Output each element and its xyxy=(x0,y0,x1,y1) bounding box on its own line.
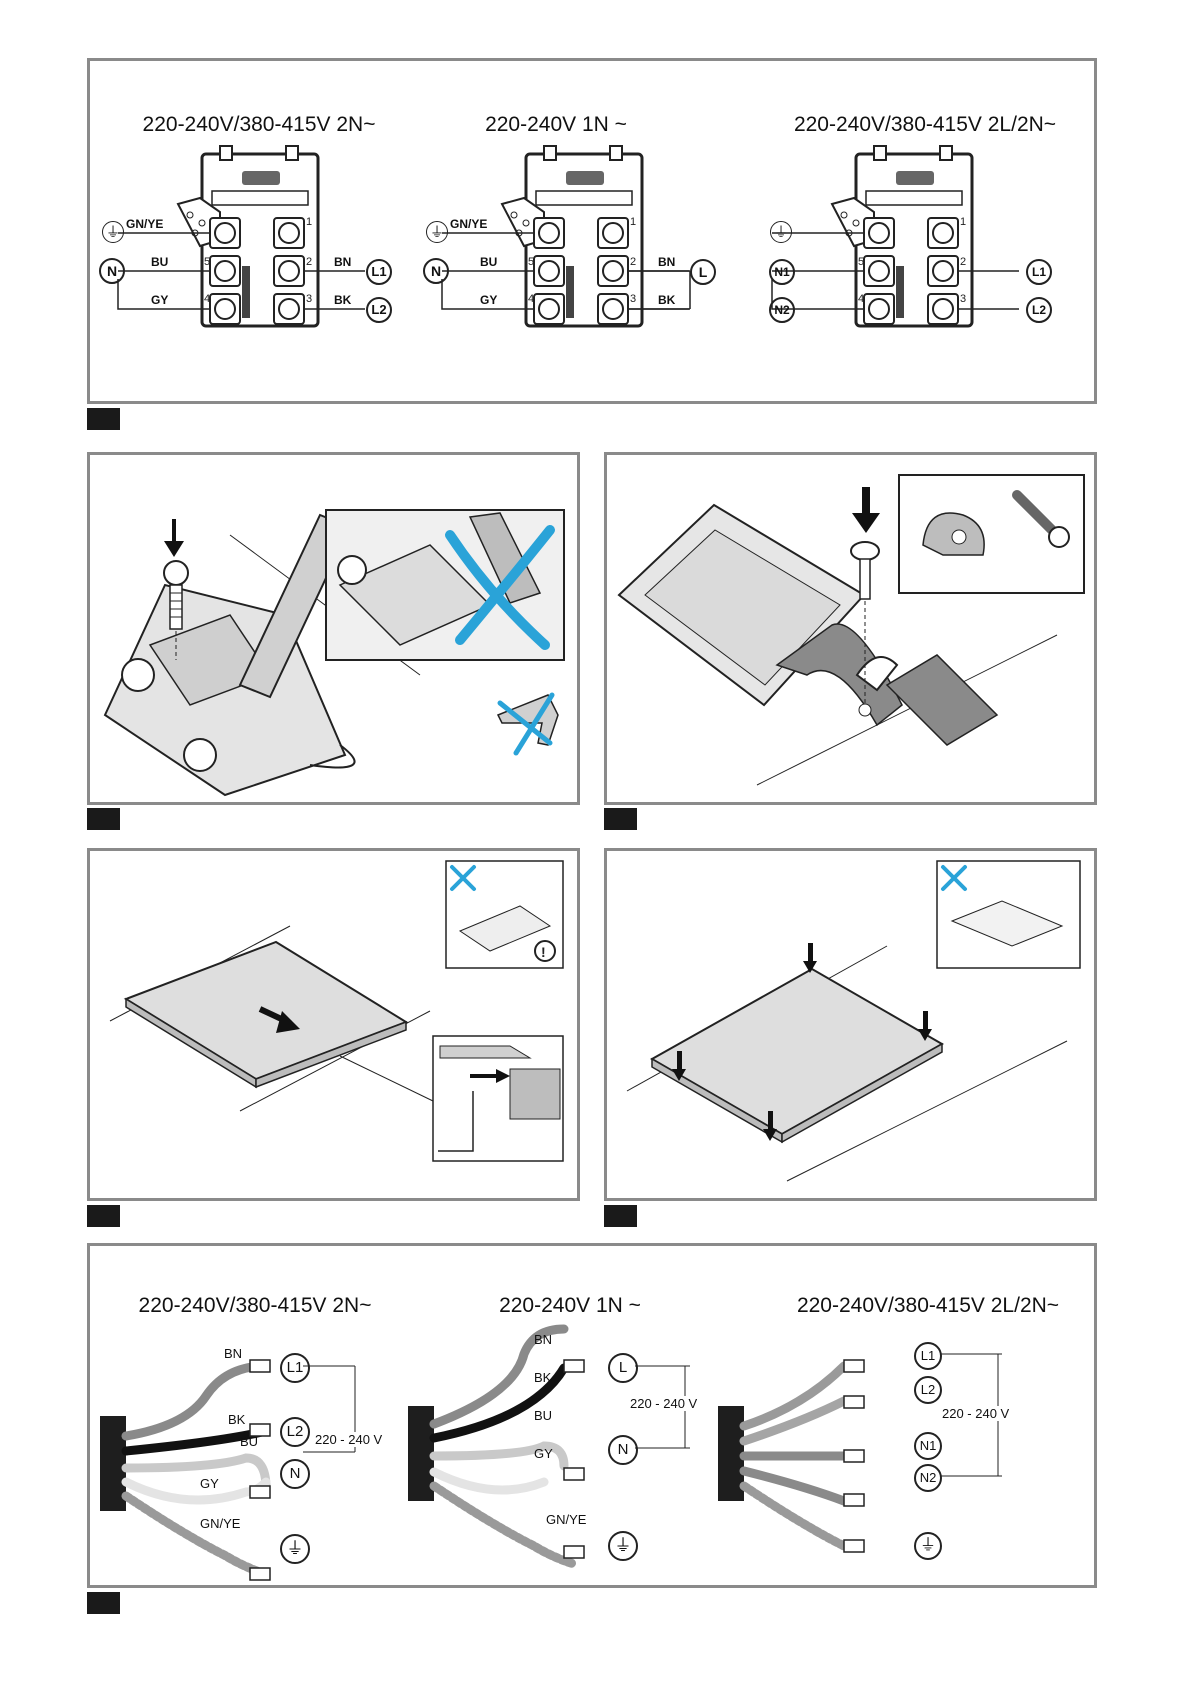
symbol-badge: N xyxy=(423,258,449,284)
symbol-badge: L1 xyxy=(280,1353,310,1383)
hob-slide-in-panel: ! xyxy=(87,848,580,1201)
arrow-down-icon xyxy=(164,519,184,557)
terminal-block-diagram xyxy=(770,144,1021,328)
terminal-number: 5 xyxy=(204,256,210,268)
svg-text:!: ! xyxy=(541,944,546,960)
symbol-badge: N2 xyxy=(769,297,795,323)
step-tag xyxy=(87,1592,120,1614)
arrow-down-icon xyxy=(672,943,932,1141)
symbol-badge: L2 xyxy=(1026,297,1052,323)
symbol-badge: L2 xyxy=(914,1376,942,1404)
wire-label: BK xyxy=(334,293,352,307)
bridge-line xyxy=(628,270,691,310)
blue-cross-icon xyxy=(450,865,476,891)
earth-wire-label: GN/YE xyxy=(450,217,488,231)
terminal-voltage-label: 220-240V/380-415V 2L/2N~ xyxy=(793,113,1057,136)
symbol-badge: L xyxy=(608,1353,638,1383)
earth-icon: ⏚ xyxy=(914,1532,942,1560)
earth-wire-label: GN/YE xyxy=(126,217,164,231)
terminal-voltage-label: 220-240V 1N ~ xyxy=(485,113,627,136)
symbol-badge: L xyxy=(690,259,716,285)
symbol-badge: N1 xyxy=(914,1432,942,1460)
wire-label: BU xyxy=(240,1434,259,1449)
cable-voltage-label: 220-240V 1N ~ xyxy=(499,1294,641,1317)
earth-icon: ⏚ xyxy=(608,1531,638,1561)
screw-tightening-illustration xyxy=(103,509,565,797)
wire-label: BK xyxy=(658,293,676,307)
cable-voltage-label: 220-240V/380-415V 2N~ xyxy=(138,1294,372,1317)
crossed-drill-icon xyxy=(496,692,559,756)
blue-cross-icon xyxy=(445,525,555,650)
blue-cross-icon xyxy=(941,865,967,891)
terminal-number: 4 xyxy=(204,293,210,305)
earth-icon: ⏚ xyxy=(280,1534,310,1564)
wire-label: BU xyxy=(480,255,498,269)
symbol-badge: N2 xyxy=(914,1464,942,1492)
symbol-badge: L1 xyxy=(366,259,392,285)
cable-voltage-label: 220-240V/380-415V 2L/2N~ xyxy=(796,1294,1060,1317)
step-tag xyxy=(87,408,120,430)
wire-label: BK xyxy=(534,1370,552,1385)
screw-icon xyxy=(163,560,189,630)
wire-label: BU xyxy=(151,255,169,269)
strain-relief-illustration xyxy=(617,474,1085,786)
symbol-badge: L1 xyxy=(1026,259,1052,285)
screw-icon xyxy=(850,541,880,600)
hob-press-down-panel xyxy=(604,848,1097,1201)
wire-label: GY xyxy=(534,1446,553,1461)
arrow-down-icon xyxy=(852,487,880,533)
wire-label: BN xyxy=(334,255,352,269)
earth-icon: ⏚ xyxy=(102,221,124,243)
terminal-voltage-label: 220-240V/380-415V 2N~ xyxy=(142,113,376,136)
symbol-badge: N xyxy=(99,258,125,284)
symbol-badge: L2 xyxy=(280,1417,310,1447)
terminal-number: 2 xyxy=(306,256,312,268)
symbol-badge: N xyxy=(280,1459,310,1489)
strain-relief-panel xyxy=(604,452,1097,805)
wire-label: GN/YE xyxy=(200,1516,241,1531)
wire-label: BN xyxy=(658,255,676,269)
wire-label: BN xyxy=(534,1332,553,1347)
cable-wiring-illustration xyxy=(100,1324,1002,1581)
symbol-badge: L1 xyxy=(914,1342,942,1370)
wire-label: BU xyxy=(534,1408,553,1423)
wire-label: BN xyxy=(224,1346,243,1361)
wire-label: GN/YE xyxy=(546,1512,587,1527)
wire-label: GY xyxy=(151,293,169,307)
terminal-block-diagram: 1 2 3 4 5 xyxy=(117,145,365,328)
symbol-badge: L2 xyxy=(366,297,392,323)
step-tag xyxy=(87,1205,120,1227)
voltage-span-label: 220 - 240 V xyxy=(630,1396,698,1411)
step-tag xyxy=(604,808,637,830)
terminal-diagrams-panel: 220-240V/380-415V 2N~ xyxy=(87,58,1097,404)
screw-tightening-panel xyxy=(87,452,580,805)
wire-label: GY xyxy=(480,293,498,307)
wire-label: GY xyxy=(200,1476,219,1491)
earth-icon: ⏚ xyxy=(426,221,448,243)
terminal-number: 1 xyxy=(306,216,312,228)
symbol-badge: N1 xyxy=(769,259,795,285)
step-tag xyxy=(87,808,120,830)
cable-diagrams-panel: 220-240V/380-415V 2N~ 220-240V 1N ~ 220-… xyxy=(87,1243,1097,1588)
voltage-span-label: 220 - 240 V xyxy=(942,1406,1010,1421)
hob-press-down-illustration xyxy=(626,860,1081,1182)
voltage-span-label: 220 - 240 V xyxy=(315,1432,383,1447)
wire-label: BK xyxy=(228,1412,246,1427)
earth-icon: ⏚ xyxy=(770,221,792,243)
arrow-right-icon xyxy=(258,1006,300,1033)
terminal-number: 3 xyxy=(306,293,312,305)
symbol-badge: N xyxy=(608,1435,638,1465)
hob-slide-in-illustration: ! xyxy=(109,860,564,1162)
step-tag xyxy=(604,1205,637,1227)
